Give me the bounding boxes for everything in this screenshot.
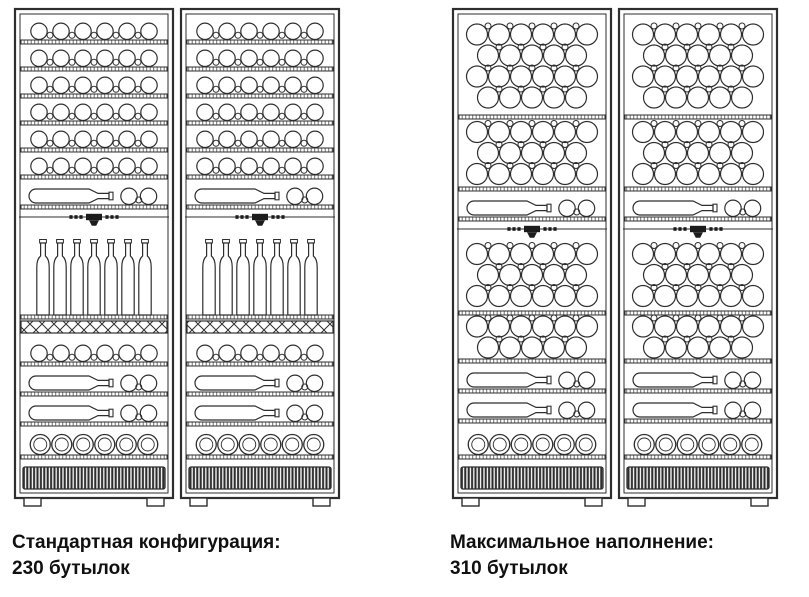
display-shelf [20, 374, 168, 397]
cabinet-foot [584, 497, 603, 507]
standard-cabinet-drawing [13, 7, 341, 507]
wine-cabinet-door [179, 7, 341, 507]
stacked-bottles-section [458, 22, 606, 120]
display-shelf [624, 199, 772, 222]
caption-maximum: Максимальное наполнение: 310 бутылок [450, 530, 790, 582]
caption-standard: Стандартная конфигурация: 230 бутылок [12, 530, 352, 582]
display-shelf [458, 199, 606, 222]
ventilation-grille [626, 466, 770, 490]
lying-bottles-shelf [186, 130, 334, 153]
caption-standard-line2: 230 бутылок [12, 558, 130, 579]
control-panel [185, 213, 335, 226]
ventilation-grille [460, 466, 604, 490]
lying-bottles-shelf [186, 76, 334, 99]
cabinet-foot [23, 497, 42, 507]
control-panel [19, 213, 169, 226]
lying-bottles-shelf [20, 76, 168, 99]
ventilation-grille [22, 466, 166, 490]
lying-bottles-shelf [186, 22, 334, 45]
control-panel [457, 225, 607, 238]
maximum-cabinet-drawing [451, 7, 779, 507]
bottom-bottles-row [624, 433, 772, 460]
bottom-bottles-row [458, 433, 606, 460]
cabinet-foot [312, 497, 331, 507]
wine-cabinet-door [617, 7, 779, 507]
cabinet-foot [189, 497, 208, 507]
caption-standard-line1: Стандартная конфигурация: [12, 532, 281, 553]
figure-maximum-filling: Максимальное наполнение: 310 бутылок [450, 6, 790, 582]
wine-cabinet-door [13, 7, 175, 507]
display-shelf [20, 404, 168, 427]
standing-bottles-shelf [186, 239, 334, 320]
cabinet-foot [750, 497, 769, 507]
figure-standard-configuration: Стандартная конфигурация: 230 бутылок [12, 6, 352, 582]
cabinet-frame [13, 7, 175, 500]
display-shelf [458, 371, 606, 394]
control-panel [623, 225, 773, 238]
lattice-rack [186, 320, 334, 334]
lattice-rack [20, 320, 168, 334]
caption-maximum-line1: Максимальное наполнение: [450, 532, 714, 553]
cabinet-foot [461, 497, 480, 507]
standing-bottles-shelf [20, 239, 168, 320]
bottom-bottles-row [20, 433, 168, 460]
lying-bottles-shelf [186, 344, 334, 367]
bottom-bottles-row [186, 433, 334, 460]
cabinet-foot [146, 497, 165, 507]
caption-maximum-line2: 310 бутылок [450, 558, 568, 579]
stacked-bottles-section [458, 120, 606, 192]
display-shelf [186, 404, 334, 427]
display-shelf [186, 187, 334, 210]
lying-bottles-shelf [20, 103, 168, 126]
stacked-bottles-section [624, 314, 772, 364]
stacked-bottles-section [624, 120, 772, 192]
stacked-bottles-section [458, 242, 606, 316]
lying-bottles-shelf [20, 130, 168, 153]
lying-bottles-shelf [20, 22, 168, 45]
stacked-bottles-section [458, 314, 606, 364]
cabinet-foot [627, 497, 646, 507]
display-shelf [624, 401, 772, 424]
display-shelf [186, 374, 334, 397]
lying-bottles-shelf [186, 49, 334, 72]
lying-bottles-shelf [20, 49, 168, 72]
lying-bottles-shelf [20, 157, 168, 180]
ventilation-grille [188, 466, 332, 490]
display-shelf [458, 401, 606, 424]
stacked-bottles-section [624, 22, 772, 120]
lying-bottles-shelf [20, 344, 168, 367]
lying-bottles-shelf [186, 103, 334, 126]
display-shelf [624, 371, 772, 394]
wine-cabinet-door [451, 7, 613, 507]
cabinet-frame [179, 7, 341, 500]
lying-bottles-shelf [186, 157, 334, 180]
display-shelf [20, 187, 168, 210]
